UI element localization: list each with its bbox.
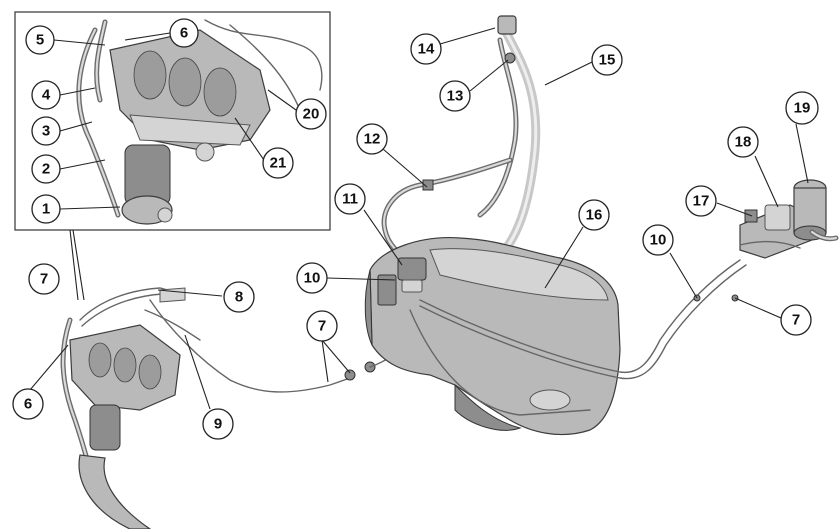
inset-line-right <box>204 19 323 91</box>
callout-6-manifold: 6 <box>12 388 44 420</box>
callout-18-label: 18 <box>735 134 752 151</box>
callout-15-label: 15 <box>599 52 616 69</box>
filler-vent-tube <box>477 37 519 218</box>
leader-lines <box>29 27 809 410</box>
filler-cap <box>497 15 517 35</box>
intake-duct <box>78 454 152 529</box>
callout-12: 12 <box>356 123 388 155</box>
callout-2: 2 <box>31 154 61 184</box>
callout-1-label: 1 <box>42 201 50 218</box>
callout-1: 1 <box>31 194 61 224</box>
callout-7-connectors: 7 <box>306 310 338 342</box>
callout-13: 13 <box>439 80 471 112</box>
callout-6-inset-label: 6 <box>180 25 188 42</box>
callout-3: 3 <box>31 116 61 146</box>
callout-8-label: 8 <box>235 289 243 306</box>
callout-19: 19 <box>785 91 819 125</box>
callout-16-label: 16 <box>586 207 603 224</box>
callout-10-tank: 10 <box>296 262 328 294</box>
callout-21: 21 <box>262 147 294 179</box>
callout-20: 20 <box>295 98 327 130</box>
callout-11-label: 11 <box>342 191 358 208</box>
callout-18: 18 <box>727 126 759 158</box>
purge-line-b <box>149 299 351 393</box>
fuel-tank <box>364 237 621 436</box>
callout-10-canister-label: 10 <box>650 232 667 249</box>
callout-7-manifold: 7 <box>28 263 60 295</box>
callout-2-label: 2 <box>42 161 50 178</box>
callout-13-label: 13 <box>447 88 464 105</box>
inset-frame <box>14 11 331 231</box>
callout-6-inset: 6 <box>169 18 199 48</box>
callout-14: 14 <box>410 33 442 65</box>
callout-7-canister: 7 <box>780 304 812 336</box>
main-manifold <box>60 317 181 529</box>
callout-17-label: 17 <box>693 193 710 210</box>
callout-5: 5 <box>25 25 55 55</box>
callout-16: 16 <box>578 199 610 231</box>
evap-canister-assembly <box>739 179 839 259</box>
callout-6-manifold-label: 6 <box>24 396 32 413</box>
callout-10-canister: 10 <box>642 224 674 256</box>
callout-9-label: 9 <box>214 416 222 433</box>
callout-12-label: 12 <box>364 131 381 148</box>
callout-4-label: 4 <box>42 87 51 104</box>
inset-detail <box>14 11 331 301</box>
fuel-pump-module <box>397 257 427 281</box>
callout-5-label: 5 <box>36 32 44 49</box>
callout-3-label: 3 <box>42 123 50 140</box>
callout-9: 9 <box>202 408 234 440</box>
callout-8: 8 <box>223 281 255 313</box>
callout-21-label: 21 <box>270 155 287 172</box>
quick-connector-a <box>344 369 356 381</box>
purge-line-a <box>79 287 176 321</box>
inset-pointer-left <box>69 229 79 301</box>
inset-pointer-right <box>72 229 85 301</box>
filler-neck <box>477 15 541 255</box>
canister-valve <box>764 204 791 231</box>
callout-7-manifold-label: 7 <box>40 271 48 288</box>
callout-10-tank-label: 10 <box>304 270 321 287</box>
callout-7-canister-label: 7 <box>792 312 800 329</box>
callout-19-label: 19 <box>794 100 811 117</box>
callout-11: 11 <box>334 183 366 215</box>
callout-14-label: 14 <box>418 41 435 58</box>
callout-7-connectors-label: 7 <box>318 318 326 335</box>
callout-4: 4 <box>31 80 61 110</box>
callout-17: 17 <box>685 185 717 217</box>
callout-15: 15 <box>591 44 623 76</box>
callout-20-label: 20 <box>303 106 320 123</box>
